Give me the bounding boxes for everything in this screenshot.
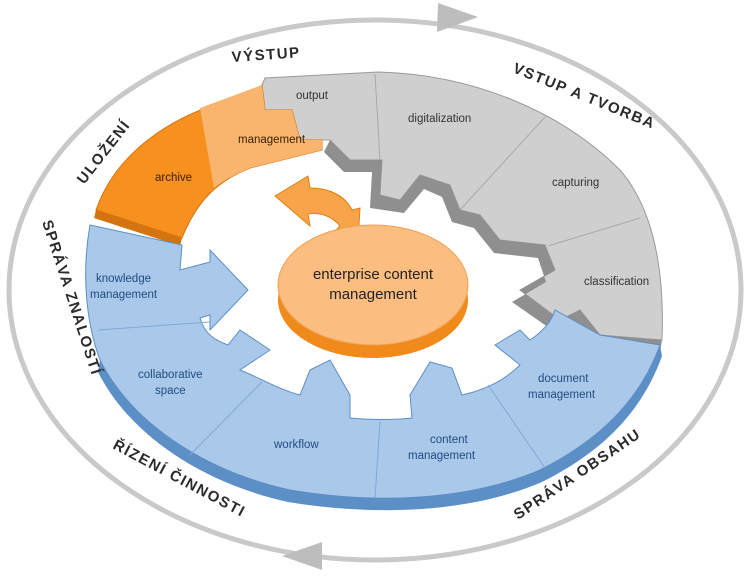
center-hub: enterprise content management [274,175,469,358]
segment-collaborative-line2: space [155,385,186,397]
gray-arc: output digitalization capturing classifi… [261,71,663,352]
segment-capturing: capturing [552,177,599,189]
segment-knowledge-line1: knowledge [96,273,151,285]
gray-band-shadow [324,140,662,352]
segment-output: output [296,90,329,102]
segment-knowledge-line2: management [90,289,158,301]
orange-band-shadow [94,210,182,246]
orange-band-top [200,85,322,188]
segment-archive: archive [155,172,192,184]
blue-arc: knowledge management collaborative space… [85,224,662,511]
segment-management: management [238,134,306,146]
outer-cycle-ring [6,17,744,563]
segment-digitalization: digitalization [408,113,471,125]
cycle-arrow-bottom-icon [282,542,322,570]
center-disc-top [277,224,469,346]
segment-document-line1: document [538,373,589,385]
center-title-line1: enterprise content [313,266,434,283]
segment-workflow: workflow [273,439,319,451]
segment-collaborative-line1: collaborative [138,369,203,381]
orange-arc: management archive [94,84,323,246]
cycle-arrow-top-icon [437,3,478,32]
label-vystup: VÝSTUP [231,43,301,66]
segment-classification: classification [584,276,649,288]
blue-band [85,224,661,499]
segment-content-line2: management [408,450,476,462]
segment-content-line1: content [430,434,469,446]
center-title-line2: management [329,286,417,303]
segment-document-line2: management [528,389,596,401]
